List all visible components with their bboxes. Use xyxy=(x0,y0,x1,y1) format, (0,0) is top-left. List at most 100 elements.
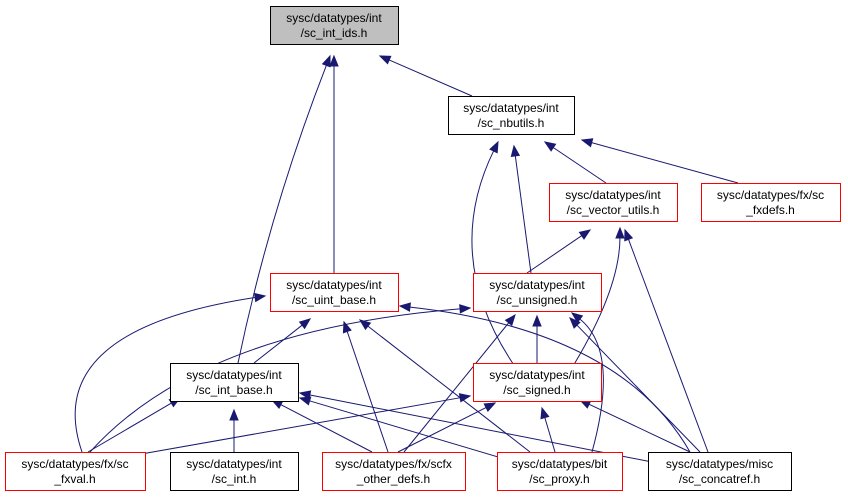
node-label-line2: /sc_signed.h xyxy=(503,383,570,397)
edge-line xyxy=(74,296,257,453)
arrowhead xyxy=(570,312,584,324)
arrowhead xyxy=(229,408,239,421)
edge-sc_concatref-to-sc_vector_utils xyxy=(624,228,709,453)
node-label-line1: sysc/datatypes/int xyxy=(489,278,585,292)
node-box xyxy=(473,273,602,312)
node-label-line1: sysc/datatypes/misc xyxy=(666,457,773,471)
edge-sc_fxdefs-to-sc_nbutils xyxy=(580,138,739,184)
node-label-line1: sysc/datatypes/fx/sc xyxy=(21,457,128,471)
arrowhead xyxy=(569,317,581,329)
node-label-line1: sysc/datatypes/int xyxy=(186,368,282,382)
node-box xyxy=(5,452,146,491)
node-label-line2: /sc_proxy.h xyxy=(529,472,589,486)
edge-sc_signed-to-sc_nbutils xyxy=(471,140,519,372)
edge-sc_signed-to-sc_unsigned xyxy=(532,314,542,363)
arrowhead xyxy=(458,393,472,403)
edges-layer xyxy=(74,54,739,463)
node-sc_int_base[interactable]: sysc/datatypes/int/sc_int_base.h xyxy=(170,363,299,402)
edge-line xyxy=(366,325,531,453)
node-label-line1: sysc/datatypes/int xyxy=(489,368,585,382)
edge-sc_int_base-to-sc_uint_base xyxy=(253,318,312,364)
edge-line xyxy=(346,330,389,453)
edge-sc_fxval-to-sc_uint_base xyxy=(74,292,267,453)
node-scfx_other_defs[interactable]: sysc/datatypes/fx/scfx_other_defs.h xyxy=(322,452,466,491)
nodes-layer: sysc/datatypes/int/sc_int_ids.hsysc/data… xyxy=(5,6,841,491)
edge-line xyxy=(587,403,691,453)
arrowhead xyxy=(329,54,339,67)
edge-sc_fxval-to-sc_unsigned xyxy=(89,304,472,453)
node-sc_unsigned[interactable]: sysc/datatypes/int/sc_unsigned.h xyxy=(473,273,602,312)
edge-line xyxy=(627,238,709,453)
node-sc_fxval[interactable]: sysc/datatypes/fx/sc_fxval.h xyxy=(5,452,146,491)
edge-sc_fxval-to-sc_int_base xyxy=(87,397,182,453)
edge-scfx_other_defs-to-sc_unsigned xyxy=(403,313,516,453)
edge-sc_int-to-sc_int_base xyxy=(229,408,239,452)
edge-line xyxy=(552,146,607,184)
edge-line xyxy=(308,394,653,463)
node-box xyxy=(648,452,792,491)
node-label-line2: _fxdefs.h xyxy=(745,203,795,217)
edge-line xyxy=(237,64,328,364)
arrowhead xyxy=(489,140,499,154)
edge-line xyxy=(87,402,173,453)
node-label-line2: _other_defs.h xyxy=(356,472,430,486)
node-label-line2: /sc_unsigned.h xyxy=(497,293,578,307)
arrowhead xyxy=(321,54,331,68)
edge-scfx_other_defs-to-sc_signed xyxy=(397,402,497,453)
edge-sc_concatref-to-sc_signed xyxy=(578,399,691,453)
edge-sc_vector_utils-to-sc_nbutils xyxy=(543,141,607,184)
edge-line xyxy=(544,416,556,453)
node-sc_signed[interactable]: sysc/datatypes/int/sc_signed.h xyxy=(473,363,602,402)
node-label-line1: sysc/datatypes/int xyxy=(186,457,282,471)
edge-sc_proxy-to-sc_int_base xyxy=(298,396,516,463)
arrowhead xyxy=(459,304,472,314)
arrowhead xyxy=(483,402,497,412)
node-sc_int_ids: sysc/datatypes/int/sc_int_ids.h xyxy=(270,6,399,45)
edge-line xyxy=(89,308,462,453)
node-label-line2: /sc_uint_base.h xyxy=(292,293,376,307)
edge-line xyxy=(388,59,473,97)
edge-sc_concatref-to-sc_int_base xyxy=(298,390,653,463)
node-sc_proxy[interactable]: sysc/datatypes/bit/sc_proxy.h xyxy=(497,452,623,491)
edge-sc_fxval-to-sc_signed xyxy=(129,393,472,457)
arrowhead xyxy=(398,302,411,312)
arrowhead xyxy=(510,144,521,158)
edge-line xyxy=(590,141,739,184)
edge-line xyxy=(578,318,604,453)
edge-sc_int_base-to-sc_int_ids xyxy=(237,54,331,364)
arrowhead xyxy=(358,319,372,331)
node-box xyxy=(270,273,399,312)
node-label-line1: sysc/datatypes/fx/scfx xyxy=(335,457,452,471)
node-box xyxy=(473,363,602,402)
node-label-line2: /sc_vector_utils.h xyxy=(567,203,660,217)
edge-line xyxy=(575,324,701,453)
edge-scfx_other_defs-to-sc_uint_base xyxy=(342,320,389,453)
node-sc_nbutils[interactable]: sysc/datatypes/int/sc_nbutils.h xyxy=(448,96,575,135)
node-label-line2: /sc_int_ids.h xyxy=(301,26,368,40)
edge-sc_proxy-to-sc_unsigned xyxy=(570,312,604,453)
edge-line xyxy=(514,154,532,274)
edge-line xyxy=(308,400,516,463)
arrowhead xyxy=(615,226,625,239)
node-box xyxy=(701,183,841,222)
arrowhead xyxy=(578,229,592,240)
node-sc_vector_utils[interactable]: sysc/datatypes/int/sc_vector_utils.h xyxy=(549,183,678,222)
edge-line xyxy=(408,306,691,453)
node-label-line2: /sc_int.h xyxy=(212,472,257,486)
node-sc_int[interactable]: sysc/datatypes/int/sc_int.h xyxy=(170,452,299,491)
node-sc_concatref[interactable]: sysc/datatypes/misc/sc_concatref.h xyxy=(648,452,792,491)
edge-sc_proxy-to-sc_signed xyxy=(540,406,556,453)
node-label-line2: /sc_concatref.h xyxy=(679,472,760,486)
node-label-line2: _fxval.h xyxy=(53,472,95,486)
node-label-line2: /sc_nbutils.h xyxy=(478,116,545,130)
node-sc_uint_base[interactable]: sysc/datatypes/int/sc_uint_base.h xyxy=(270,273,399,312)
node-label-line1: sysc/datatypes/int xyxy=(286,278,382,292)
node-sc_fxdefs[interactable]: sysc/datatypes/fx/sc_fxdefs.h xyxy=(701,183,841,222)
arrowhead xyxy=(298,318,312,330)
edge-line xyxy=(397,406,488,453)
edge-sc_proxy-to-sc_uint_base xyxy=(358,319,531,453)
arrowhead xyxy=(298,396,312,406)
edge-line xyxy=(253,324,304,364)
node-box xyxy=(270,6,399,45)
